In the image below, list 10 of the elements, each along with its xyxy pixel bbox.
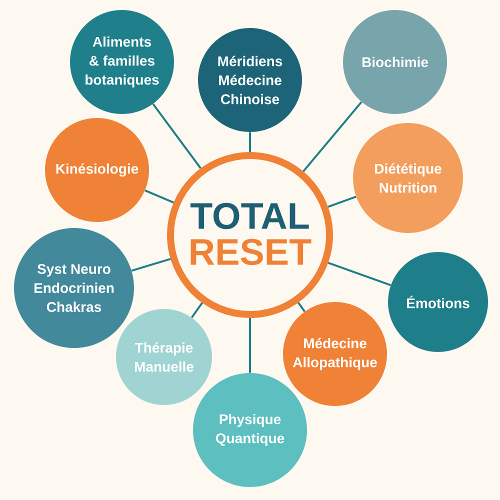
connector-line (328, 196, 356, 208)
connector-line (190, 302, 203, 318)
connector-line (144, 190, 174, 204)
connector-line (328, 262, 392, 286)
connector-line (249, 132, 251, 152)
connector-line (131, 258, 171, 272)
connector-line (302, 101, 362, 172)
connector-line (297, 302, 306, 312)
connector-line (249, 318, 251, 373)
connector-line (152, 103, 202, 169)
